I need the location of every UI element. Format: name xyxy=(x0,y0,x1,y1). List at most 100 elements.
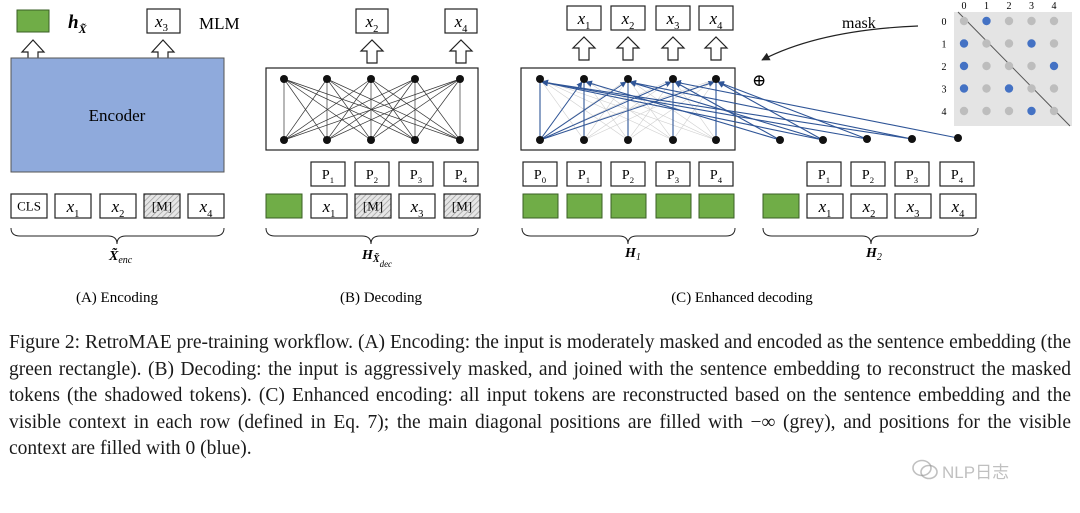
matrix-cell-grey xyxy=(1027,16,1036,26)
h1-bracket-label: H1 xyxy=(624,246,641,263)
panel-c-caption: (C) Enhanced decoding xyxy=(671,290,813,306)
enhanced-output-token-label: x1 xyxy=(577,9,591,32)
matrix-row-label: 0 xyxy=(942,17,947,28)
wechat-icon xyxy=(912,459,938,480)
h1-position-token-box xyxy=(698,161,734,187)
matrix-cell-grey xyxy=(1049,16,1059,26)
decoder-bottom-node xyxy=(323,136,331,144)
h1-bracket xyxy=(521,227,736,245)
matrix-cell-blue xyxy=(982,16,991,26)
h2-position-token-label: P1 xyxy=(818,168,830,185)
matrix-cell-blue xyxy=(1004,84,1014,93)
mask-arrow xyxy=(761,25,919,61)
encoder-bracket-label: X̃enc xyxy=(108,246,133,266)
decoder-position-token: P1 xyxy=(310,161,346,187)
decoder-bracket xyxy=(265,227,479,245)
matrix-cell-grey xyxy=(1027,84,1036,93)
visible-context-link xyxy=(541,79,824,141)
decoder-input-token: x3 xyxy=(398,193,436,220)
decoder-input-token-box xyxy=(398,193,436,219)
h2-node xyxy=(908,135,916,143)
attention-line-faint xyxy=(583,78,717,141)
h2-node xyxy=(776,136,784,144)
encoder-token-label: x2 xyxy=(111,197,125,220)
h2-position-token: P3 xyxy=(894,161,930,187)
matrix-cell-grey xyxy=(1027,61,1036,71)
arrow-up-icon xyxy=(703,36,729,61)
h2-node xyxy=(819,136,827,144)
enhanced-output-token: x3 xyxy=(655,5,691,32)
enhanced-output-token-label: x2 xyxy=(621,9,635,32)
visible-context-link xyxy=(541,79,868,140)
enhanced-top-node xyxy=(669,75,677,83)
matrix-cell-grey xyxy=(982,39,991,48)
matrix-cell-grey xyxy=(959,106,969,116)
encoder-token-box xyxy=(99,193,137,219)
visible-context-link xyxy=(717,81,824,141)
decoder-input-token-label: x3 xyxy=(410,197,424,220)
matrix-row-label: 3 xyxy=(942,85,947,96)
h2-bracket-label: H2 xyxy=(865,246,882,263)
encoder-token: x2 xyxy=(99,193,137,220)
enhanced-top-node xyxy=(536,75,544,83)
encoder-bracket xyxy=(10,227,225,245)
decoder-input-tokens: x1[M]x3[M] xyxy=(265,193,481,220)
h1-position-token-label: P1 xyxy=(578,168,590,185)
decoder-position-token-label: P2 xyxy=(366,168,378,185)
matrix-cell-grey xyxy=(1049,39,1059,48)
mlm-label: MLM xyxy=(199,14,240,33)
h2-node xyxy=(954,134,962,142)
matrix-col-label: 1 xyxy=(984,1,989,12)
decoder-output-token: x2 xyxy=(355,8,389,35)
decoder-position-token-label: P1 xyxy=(322,168,334,185)
arrow-up-icon xyxy=(615,36,641,61)
matrix-col-label: 2 xyxy=(1007,1,1012,12)
matrix-cell-grey xyxy=(1004,39,1014,48)
enhanced-output-token-box xyxy=(610,5,646,31)
enhanced-output-token-label: x4 xyxy=(709,9,724,32)
embedding-link xyxy=(539,81,672,141)
arrow-up-icon xyxy=(448,39,474,64)
h1-position-token: P3 xyxy=(655,161,691,187)
encoder-token: CLS xyxy=(10,193,48,219)
enhanced-bottom-node xyxy=(712,136,720,144)
h1-position-token: P4 xyxy=(698,161,734,187)
h1-position-token: P0 xyxy=(522,161,558,187)
h2-input-token-box xyxy=(894,193,932,219)
sentence-embedding-box xyxy=(16,9,50,33)
encoder-token: x4 xyxy=(187,193,225,220)
h2-input-token: x2 xyxy=(850,193,888,220)
h2-position-token: P1 xyxy=(806,161,842,187)
h2-position-token: P4 xyxy=(939,161,975,187)
decoder-position-token-label: P3 xyxy=(410,168,422,185)
panel-a-caption: (A) Encoding xyxy=(76,290,159,306)
encoder-token-label: [M] xyxy=(152,199,172,214)
decoder-top-node xyxy=(456,75,464,83)
matrix-cell-blue xyxy=(959,84,969,93)
h2-position-token-box xyxy=(894,161,930,187)
mask-label: mask xyxy=(842,15,876,32)
arrow-up-icon xyxy=(359,39,385,64)
decoder-position-token: P3 xyxy=(398,161,434,187)
visible-context-link xyxy=(717,81,868,140)
matrix-row-label: 1 xyxy=(942,40,947,51)
h2-position-token-box xyxy=(806,161,842,187)
attention-line-faint xyxy=(672,78,717,141)
h1-position-token-label: P2 xyxy=(622,168,634,185)
matrix-col-label: 0 xyxy=(962,1,967,12)
matrix-cell-grey xyxy=(982,84,991,93)
h1-embedding-row xyxy=(522,193,735,219)
decoder-input-token-box xyxy=(354,193,392,219)
encoder-token-label: CLS xyxy=(17,199,41,214)
visible-context-link xyxy=(629,80,824,141)
attention-line xyxy=(370,78,461,141)
h2-input-token-label: x3 xyxy=(906,197,920,220)
decoder-input-token-label: [M] xyxy=(452,199,472,214)
